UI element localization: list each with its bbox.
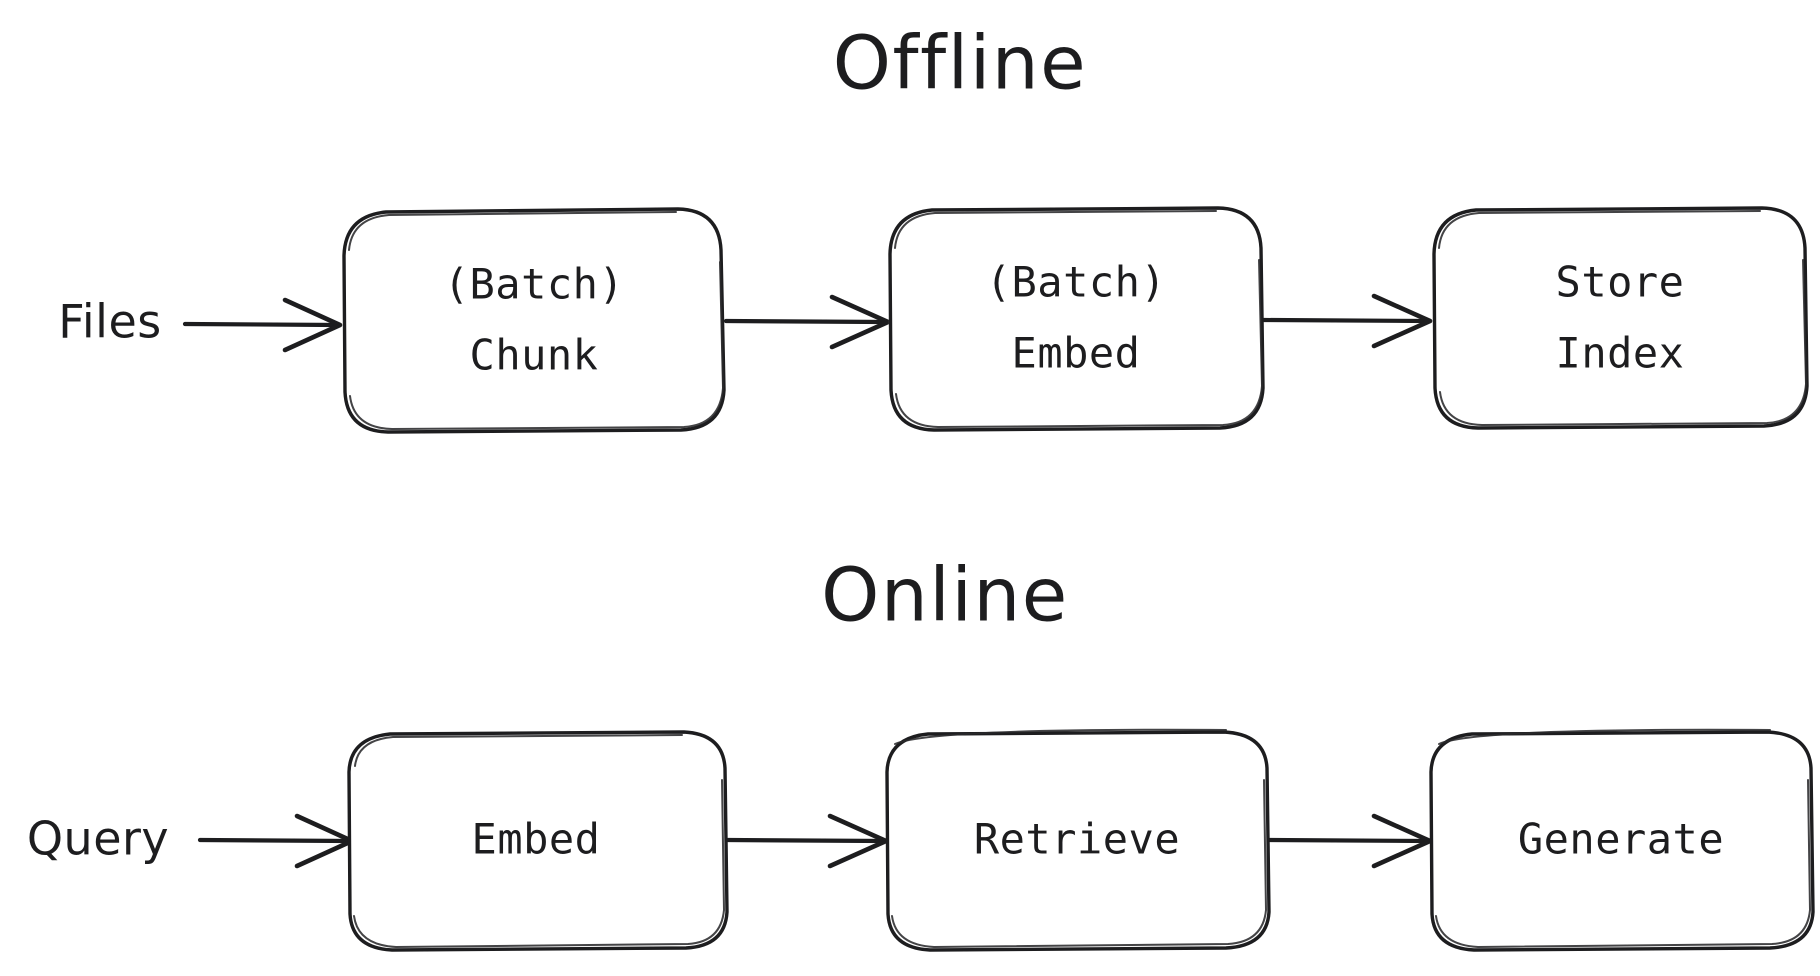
- node-embed[interactable]: Embed: [347, 730, 729, 952]
- node-store-index[interactable]: Store Index: [1432, 205, 1809, 430]
- arrow-batch-embed-to-store-index: [1261, 293, 1433, 349]
- section-heading-online: Online: [821, 553, 1069, 639]
- node-embed-label: Embed: [472, 815, 601, 864]
- arrow-batch-chunk-to-batch-embed: [723, 294, 891, 350]
- node-store-index-line1: Store: [1556, 258, 1685, 307]
- arrow-files-to-batch-chunk: [182, 297, 343, 353]
- node-batch-embed-line2: Embed: [1012, 329, 1141, 378]
- node-batch-embed[interactable]: (Batch) Embed: [888, 205, 1265, 432]
- node-store-index-line2: Index: [1556, 329, 1685, 378]
- section-online: Online Query Embed: [27, 553, 1815, 952]
- node-generate-label: Generate: [1518, 815, 1724, 864]
- section-offline: Offline Files (Batch) Chunk: [58, 21, 1809, 434]
- node-retrieve-label: Retrieve: [974, 815, 1180, 864]
- section-heading-offline: Offline: [833, 21, 1087, 107]
- node-batch-chunk-line2: Chunk: [470, 331, 599, 380]
- node-generate[interactable]: Generate: [1429, 728, 1815, 952]
- node-batch-chunk-line1: (Batch): [444, 260, 625, 309]
- input-label-files: Files: [58, 295, 161, 349]
- arrow-query-to-embed: [197, 813, 355, 869]
- node-retrieve[interactable]: Retrieve: [885, 728, 1271, 952]
- node-batch-embed-line1: (Batch): [986, 258, 1167, 307]
- arrow-retrieve-to-generate: [1267, 813, 1433, 869]
- arrow-embed-to-retrieve: [725, 813, 889, 869]
- node-batch-chunk[interactable]: (Batch) Chunk: [342, 206, 726, 434]
- input-label-query: Query: [27, 812, 169, 866]
